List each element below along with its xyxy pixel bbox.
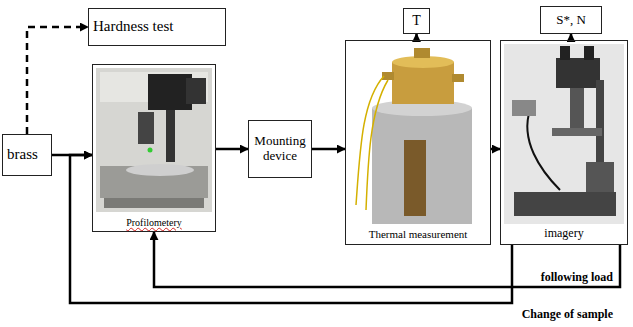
dashed-arrow — [27, 27, 88, 134]
node-text: S*, N — [556, 13, 586, 28]
node-text: imagery — [541, 227, 586, 241]
instrument-photo-box: Profilometery — [92, 64, 216, 232]
edge-label: Change of sample — [520, 308, 615, 322]
node-text: T — [412, 13, 421, 29]
thermal-cell-photo — [356, 48, 472, 224]
output-box: T — [403, 8, 430, 34]
output-box: S*, N — [540, 6, 602, 34]
instrument-photo-box: Thermal measurement — [345, 40, 491, 245]
node-text: Hardness test — [93, 18, 173, 35]
node-text: brass — [7, 146, 38, 163]
microscope-photo — [504, 44, 624, 224]
test-box: Hardness test — [88, 8, 226, 46]
flow-arrow — [312, 148, 345, 151]
node-text: Thermal measurement — [366, 228, 471, 241]
node-text: Mounting device — [253, 134, 307, 164]
instrument-photo-box: imagery — [500, 40, 628, 245]
material-box: brass — [2, 134, 52, 176]
edge-label: following load — [539, 271, 615, 285]
flow-arrow — [491, 148, 500, 151]
flow-arrow — [216, 148, 248, 151]
profilometer-photo — [96, 68, 212, 212]
process-box: Mounting device — [248, 120, 312, 178]
node-text: Profilometery — [123, 217, 185, 229]
